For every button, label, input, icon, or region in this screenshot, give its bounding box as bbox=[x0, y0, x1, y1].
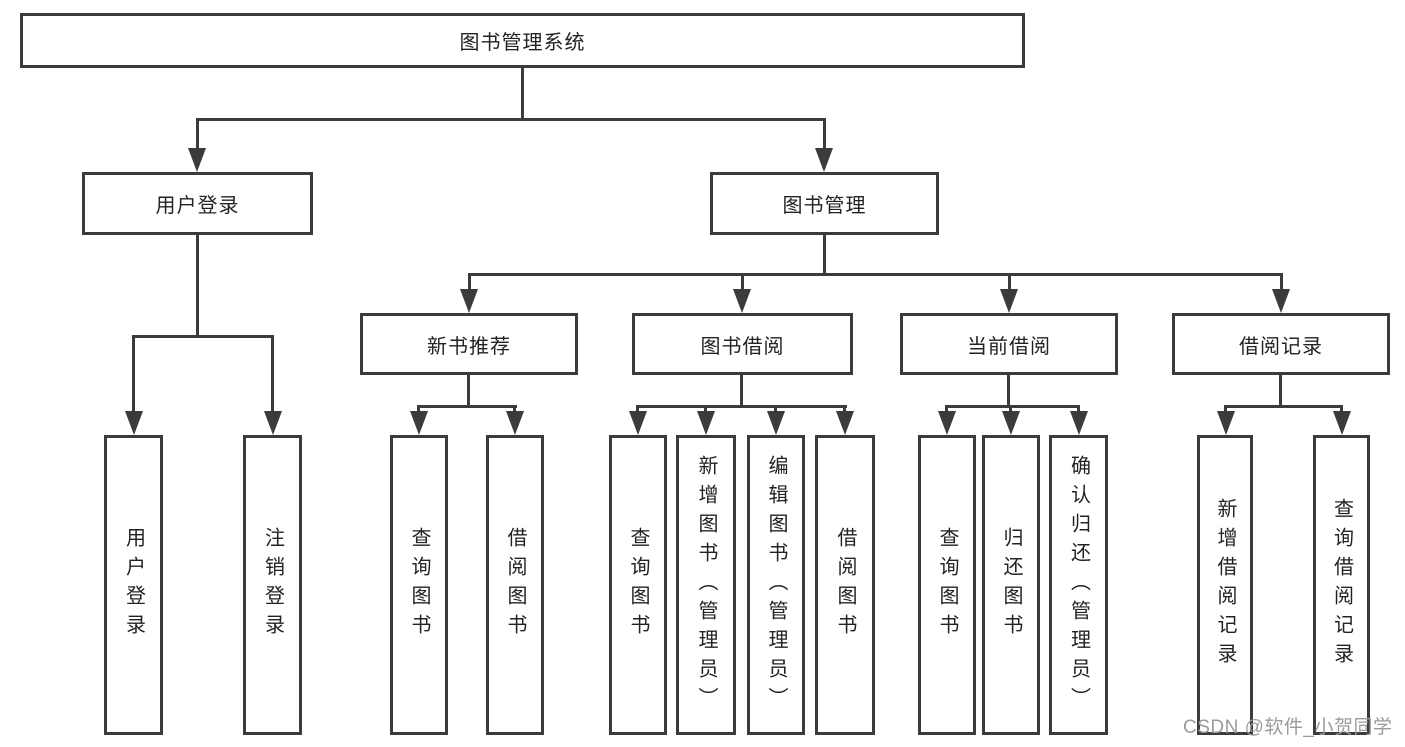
connector-current-borrow-stem bbox=[1007, 375, 1010, 407]
connector-book-management-branch bbox=[468, 273, 1283, 276]
leaf-user-login-label: 用户登录 bbox=[122, 527, 145, 643]
leaf-query-borrow-record-label: 查询借阅记录 bbox=[1330, 498, 1353, 672]
leaf-add-borrow-record: 新增借阅记录 bbox=[1197, 435, 1253, 735]
connector-drop-current-borrow bbox=[1008, 273, 1011, 293]
connector-new-book-stem bbox=[467, 375, 470, 407]
leaf-query-books-borrow: 查询图书 bbox=[609, 435, 667, 735]
leaf-edit-books-admin-label: 编辑图书（管理员） bbox=[765, 454, 787, 716]
connector-borrow-records-stem bbox=[1279, 375, 1282, 407]
leaf-borrow-books: 借阅图书 bbox=[815, 435, 875, 735]
arrow-query-books-2 bbox=[629, 411, 647, 435]
arrow-query-books-3 bbox=[938, 411, 956, 435]
node-book-management-label: 图书管理 bbox=[782, 195, 867, 217]
arrow-edit-books bbox=[767, 411, 785, 435]
node-book-borrow-label: 图书借阅 bbox=[700, 335, 785, 358]
connector-drop-new-book bbox=[468, 273, 471, 293]
leaf-edit-books-admin: 编辑图书（管理员） bbox=[747, 435, 805, 735]
node-borrow-records: 借阅记录 bbox=[1172, 313, 1390, 375]
leaf-borrow-books-label: 借阅图书 bbox=[834, 527, 856, 643]
arrow-add-books bbox=[697, 411, 715, 435]
node-book-management: 图书管理 bbox=[710, 172, 939, 235]
leaf-query-books-current: 查询图书 bbox=[918, 435, 976, 735]
connector-user-login-stem bbox=[196, 235, 199, 337]
node-current-borrow: 当前借阅 bbox=[900, 313, 1118, 375]
connector-borrow-records-branch bbox=[1224, 405, 1343, 408]
node-new-book-recommend-label: 新书推荐 bbox=[427, 335, 511, 358]
leaf-borrow-books-recommend: 借阅图书 bbox=[486, 435, 544, 735]
connector-book-borrow-branch bbox=[636, 405, 847, 408]
leaf-logout: 注销登录 bbox=[243, 435, 302, 735]
arrow-borrow-books-2 bbox=[836, 411, 854, 435]
arrow-return-books bbox=[1002, 411, 1020, 435]
connector-book-management-stem bbox=[823, 235, 826, 275]
leaf-logout-label: 注销登录 bbox=[261, 527, 284, 643]
leaf-add-books-admin: 新增图书（管理员） bbox=[676, 435, 736, 735]
connector-current-borrow-branch bbox=[945, 405, 1080, 408]
watermark-text: CSDN @软件_小贺同学 bbox=[1183, 717, 1393, 738]
leaf-query-books-borrow-label: 查询图书 bbox=[627, 527, 649, 643]
connector-user-login-branch bbox=[132, 335, 274, 338]
leaf-query-books-recommend-label: 查询图书 bbox=[408, 527, 430, 643]
connector-drop-user-login bbox=[196, 118, 199, 152]
node-book-borrow: 图书借阅 bbox=[632, 313, 853, 375]
leaf-borrow-books-recommend-label: 借阅图书 bbox=[504, 527, 526, 643]
node-root-label: 图书管理系统 bbox=[459, 32, 586, 54]
arrow-login-leaf bbox=[125, 411, 143, 435]
connector-root-stem bbox=[521, 68, 524, 120]
connector-root-branch bbox=[196, 118, 826, 121]
node-new-book-recommend: 新书推荐 bbox=[360, 313, 578, 375]
arrow-query-books-1 bbox=[410, 411, 428, 435]
connector-drop-logout-leaf bbox=[271, 335, 274, 415]
connector-new-book-branch bbox=[418, 405, 517, 408]
connector-book-borrow-stem bbox=[740, 375, 743, 407]
leaf-confirm-return-admin-label: 确认归还（管理员） bbox=[1067, 454, 1090, 716]
arrow-logout-leaf bbox=[264, 411, 282, 435]
node-current-borrow-label: 当前借阅 bbox=[967, 335, 1051, 358]
leaf-add-borrow-record-label: 新增借阅记录 bbox=[1214, 498, 1236, 672]
arrow-query-record bbox=[1333, 411, 1351, 435]
arrow-user-login bbox=[188, 148, 206, 172]
leaf-query-books-current-label: 查询图书 bbox=[936, 527, 958, 643]
connector-drop-book-management bbox=[823, 118, 826, 152]
leaf-confirm-return-admin: 确认归还（管理员） bbox=[1049, 435, 1108, 735]
node-user-login-label: 用户登录 bbox=[155, 195, 240, 217]
connector-drop-borrow-records bbox=[1280, 273, 1283, 293]
arrow-confirm-return bbox=[1070, 411, 1088, 435]
leaf-return-books-label: 归还图书 bbox=[1000, 527, 1022, 643]
arrow-add-record bbox=[1217, 411, 1235, 435]
arrow-current-borrow bbox=[1000, 289, 1018, 313]
leaf-return-books: 归还图书 bbox=[982, 435, 1040, 735]
arrow-new-book bbox=[460, 289, 478, 313]
node-borrow-records-label: 借阅记录 bbox=[1239, 335, 1323, 358]
arrow-book-borrow bbox=[733, 289, 751, 313]
node-root: 图书管理系统 bbox=[20, 13, 1025, 68]
leaf-user-login: 用户登录 bbox=[104, 435, 163, 735]
leaf-add-books-admin-label: 新增图书（管理员） bbox=[695, 454, 717, 716]
leaf-query-borrow-record: 查询借阅记录 bbox=[1313, 435, 1370, 735]
leaf-query-books-recommend: 查询图书 bbox=[390, 435, 448, 735]
arrow-borrow-records bbox=[1272, 289, 1290, 313]
arrow-book-management bbox=[815, 148, 833, 172]
arrow-borrow-books-1 bbox=[506, 411, 524, 435]
node-user-login: 用户登录 bbox=[82, 172, 313, 235]
connector-drop-book-borrow bbox=[741, 273, 744, 293]
connector-drop-login-leaf bbox=[132, 335, 135, 415]
